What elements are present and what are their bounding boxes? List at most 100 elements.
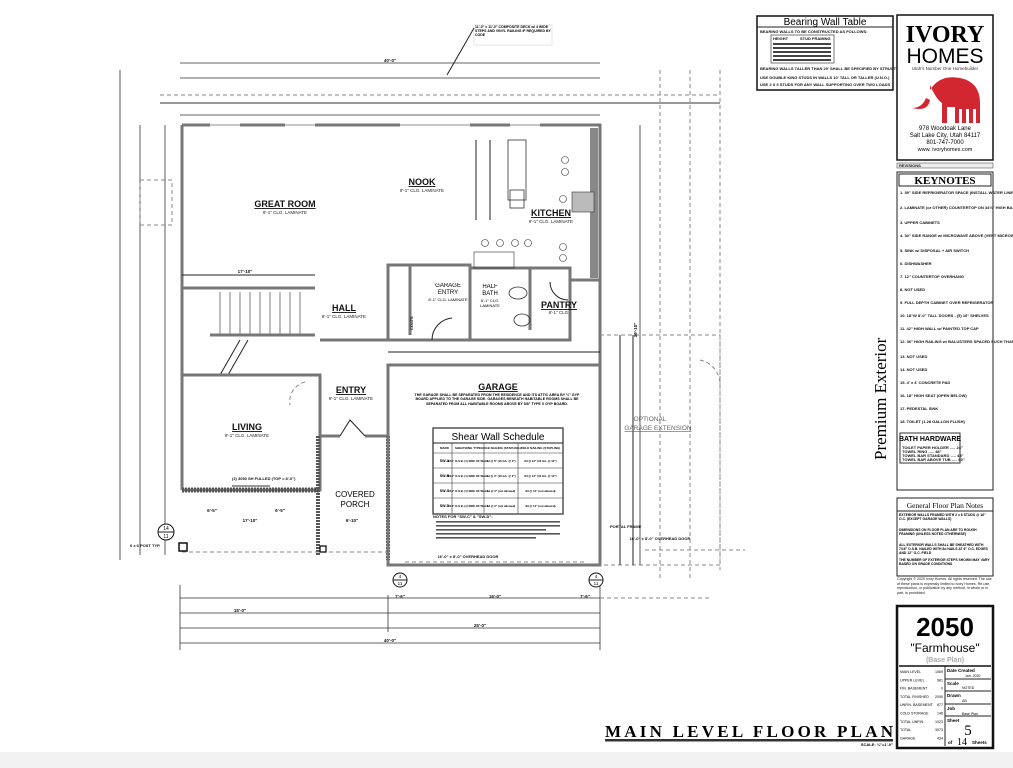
scale-label: Scale: [947, 681, 959, 686]
general-note-item: EXTERIOR WALLS FRAMED WITH 2 x 6 STUDS @…: [899, 513, 986, 522]
drawing-scale: SCALE: ¼"=1'-0": [861, 742, 893, 747]
area-value: 877: [937, 703, 943, 707]
dimension-label: 16'-0": [489, 594, 501, 599]
portal-frame-label: PORTAL FRAME: [610, 524, 642, 529]
area-label: GARAGE: [900, 736, 916, 740]
website: www. ivoryhomes.com: [917, 147, 973, 153]
dimension-label: 17'-10": [238, 269, 253, 274]
callout-sheet: 11: [594, 581, 599, 586]
room-sub: 9'-1" CLG. LAMINATE: [400, 188, 444, 193]
ivory-homes-logo: IVORY HOMES Utah's Number One Homebuilde…: [896, 14, 994, 161]
bearing-wall-table: Bearing Wall Table BEARING WALLS TO BE C…: [756, 15, 929, 91]
plan-name: "Farmhouse": [910, 641, 979, 655]
phone: 801-747-7000: [926, 140, 964, 146]
bearing-note: USE DOUBLE KING STUDS IN WALLS 10' TALL …: [760, 75, 890, 80]
bearing-note: USE 2 X 6 STUDS FOR ANY WALL SUPPORTING …: [760, 82, 890, 87]
area-label: MAIN LEVEL: [900, 670, 921, 674]
dimension-label: 7'-6": [580, 594, 590, 599]
side-title: Premium Exterior: [871, 337, 890, 460]
dimension-label: 7'-6": [395, 594, 405, 599]
callout-number: 4: [595, 574, 598, 579]
room-label-half-bath: HALF BATH: [482, 284, 498, 297]
dimension-label: 6'-10": [346, 518, 358, 523]
room-sub: 8'-1" CLG.: [549, 310, 570, 315]
room-sub: 8'-1" CLG. LAMINATE: [428, 297, 468, 302]
keynotes-title: KEYNOTES: [914, 175, 975, 187]
area-value: 1023: [935, 720, 943, 724]
area-value: 2050: [935, 695, 943, 699]
area-label: UPPER LEVEL: [900, 678, 925, 682]
keynote-item: 9. FULL DEPTH CABINET OVER REFRIGERATOR: [900, 300, 993, 305]
tagline: Utah's Number One Homebuilder: [912, 66, 979, 71]
revisions-label: REVISIONS: [899, 163, 921, 168]
shear-cell: 8d @ 6" (16 GA. @ 3"): [486, 459, 515, 463]
garage-separation-note: THE GARAGE SHALL BE SEPARATED FROM THE R…: [414, 393, 580, 406]
date-value: Jan. 2020: [965, 674, 980, 678]
shear-cell: 8d @ 12" (not allowed): [525, 489, 555, 493]
general-note-item: ALL EXTERIOR WALLS SHALL BE SHEATHED WIT…: [899, 543, 988, 556]
keynote-item: 17. PEDESTAL SINK: [900, 406, 938, 411]
general-note-wrap: THE NUMBER OF EXTERIOR STEPS SHOWN MAY V…: [899, 558, 990, 567]
garage-door-label: 16'-0" x 8'-0" OVERHEAD DOOR: [438, 554, 499, 559]
window-note: (2) 3050 SH FULLED (TOP = 8'-0"): [232, 476, 296, 481]
area-value: 0: [941, 687, 943, 691]
keynote-item: 15. 4' x 4' CONCRETE PAD: [900, 380, 950, 385]
room-sub: 9'-1" CLG. LAMINATE: [529, 219, 573, 224]
ext-garage-door-label: 16'-0" x 8'-0" OVERHEAD DOOR: [630, 536, 691, 541]
sheet-number: 5: [964, 723, 972, 739]
room-sub: 8'-1" CLG. LAMINATE: [480, 298, 500, 308]
room-label-living: LIVING: [232, 422, 262, 432]
keynote-item: 2. LAMINATE (or OTHER) COUNTERTOP ON 34½…: [900, 205, 1013, 210]
drawn-label: Drawn: [947, 693, 961, 698]
general-note-item: DIMENSIONS ON FLOOR PLAN ARE TO ROUGH FR…: [899, 528, 977, 537]
keynote-item: 7. 12" COUNTERTOP OVERHANG: [900, 274, 964, 279]
job-label: Job: [947, 706, 955, 711]
room-label-hall: HALL: [332, 303, 356, 313]
bath-hardware-item: TOWEL BAR ABOVE TUB ..... 60": [902, 457, 965, 462]
address-line1: 978 Woodoak Lane: [919, 126, 972, 132]
shear-cell: 7/16" O.S.B. (1) SIDE OF WALL: [448, 504, 489, 508]
drawing-title: MAIN LEVEL FLOOR PLAN: [605, 722, 894, 741]
keynote-item: 11. 42" HIGH WALL w/ PAINTED TOP CAP: [900, 326, 979, 331]
shear-header: EDGE NAILING (STAPLING): [481, 446, 520, 450]
dimension-label: 6'-5": [207, 508, 217, 513]
portal-callout: 4 11: [392, 572, 408, 588]
dimension-label: 39'-10": [633, 323, 638, 338]
total-sheets: 14: [957, 737, 967, 748]
sheet-label: Sheet: [947, 718, 960, 723]
keynote-item: 12. 36" HIGH RAILING w/ BALUSTERS SPACED…: [900, 339, 1013, 344]
of-label: of: [948, 740, 953, 745]
room-label-garage: GARAGE: [478, 382, 518, 392]
keynote-item: 3. UPPER CABINETS: [900, 220, 940, 225]
room-label-garage-extension: GARAGE EXTENSION: [624, 425, 691, 432]
area-value: 3073: [935, 728, 943, 732]
room-sub: 9'-1" CLG. LAMINATE: [263, 210, 307, 215]
general-note-wrap: EXTERIOR WALLS FRAMED WITH 2 x 6 STUDS @…: [899, 513, 986, 522]
keynote-item: 18. TOILET (1.28 GALLON FLUSH): [900, 419, 965, 424]
room-label-covered-porch: COVERED PORCH: [335, 490, 375, 509]
dimension-label: 40'-0": [384, 58, 396, 63]
general-note-item: THE NUMBER OF EXTERIOR STEPS SHOWN MAY V…: [899, 558, 990, 567]
bearing-note: BEARING WALLS TALLER THAN 20' SHALL BE S…: [760, 66, 929, 71]
shear-cell: 8d @ 12" (16 GA. @ 12"): [524, 474, 556, 478]
bath-hardware-item: TOWEL BAR STANDARD ..... 48": [902, 453, 964, 458]
sheets-label: Sheets: [972, 740, 987, 745]
address-line2: Salt Lake City, Utah 84117: [910, 133, 981, 139]
keynote-item: 16. 18" HIGH SEAT (OPEN BELOW): [900, 393, 967, 398]
shear-cell: 7/16" O.S.B. (1) SIDE OF WALL: [448, 459, 489, 463]
bearing-note: BEARING WALLS TO BE CONSTRUCTED AS FOLLO…: [760, 29, 868, 34]
keynote-item: 8. NOT USED: [900, 287, 925, 292]
room-sub: 8'-1" CLG. LAMINATE: [322, 314, 366, 319]
keynote-item: 13. NOT USED: [900, 354, 927, 359]
brand-line1: IVORY: [906, 22, 985, 48]
dimension-label: 25'-0": [474, 623, 486, 628]
shear-cell: SW-B: [440, 474, 450, 478]
keynote-item: 10. 18"W 8'-0" TALL DOORS - (5) 16" SHEL…: [900, 313, 989, 318]
shear-cell: SW-D: [440, 504, 450, 508]
shear-header: MARK: [440, 446, 450, 450]
room-sub: 9'-1" CLG. LAMINATE: [225, 433, 269, 438]
keynote-item: 5. SINK w/ DISPOSAL + AIR SWITCH: [900, 248, 969, 253]
